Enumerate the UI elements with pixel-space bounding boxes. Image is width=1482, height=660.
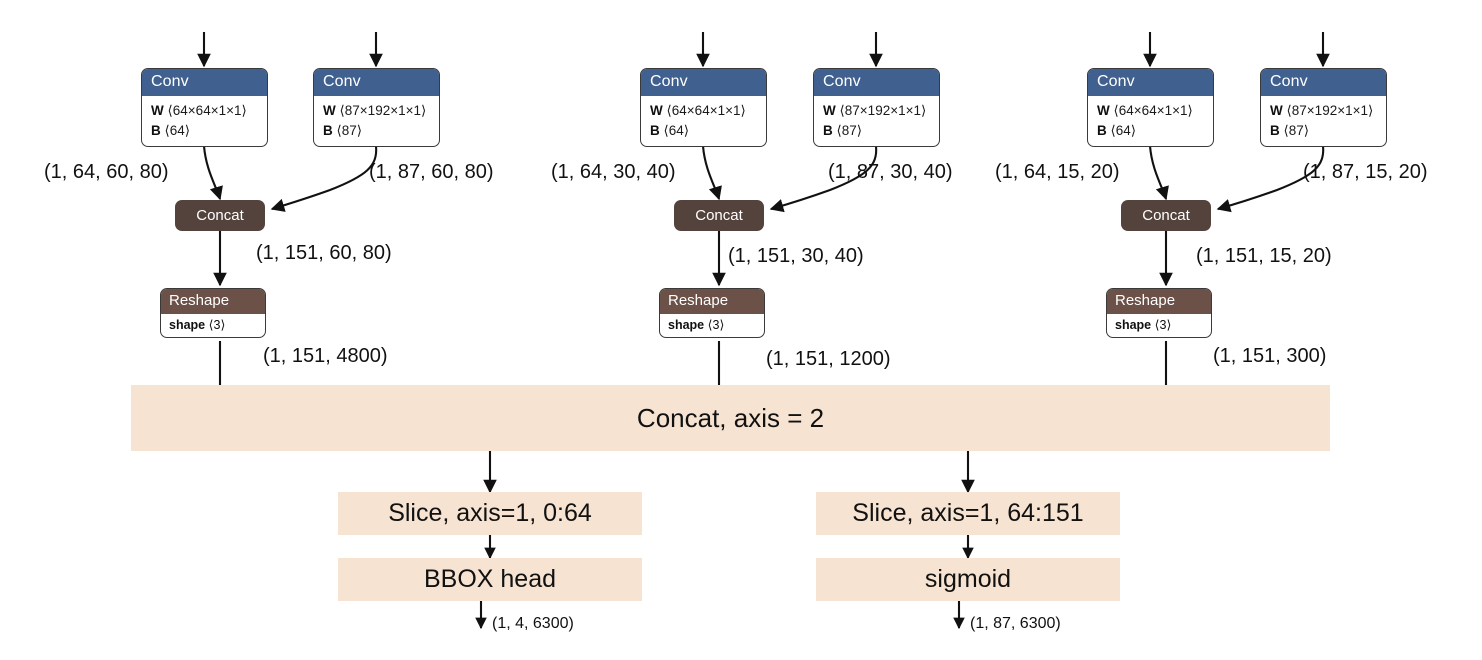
conv-title: Conv	[314, 69, 439, 97]
conv-bias-row: B ⟨64⟩	[650, 121, 766, 140]
reshape-node-b3[interactable]: Reshape shape ⟨3⟩	[1106, 288, 1212, 338]
reshape-shape-value: ⟨3⟩	[1154, 317, 1172, 332]
conv-bias-value: ⟨64⟩	[1110, 122, 1137, 138]
reshape-node-b2[interactable]: Reshape shape ⟨3⟩	[659, 288, 765, 338]
conv-weight-value: ⟨64×64×1×1⟩	[167, 103, 247, 119]
conv-weight-key: W	[151, 103, 164, 119]
conv-bias-row: B ⟨87⟩	[323, 121, 439, 140]
conv-bias-key: B	[151, 122, 161, 138]
conv-weight-value: ⟨87×192×1×1⟩	[839, 103, 927, 119]
conv-weight-row: W ⟨87×192×1×1⟩	[823, 101, 939, 120]
edge-label-b3-reshape-out: (1, 151, 300)	[1213, 345, 1327, 367]
conv-bias-value: ⟨64⟩	[663, 122, 690, 138]
conv-bias-value: ⟨87⟩	[1283, 122, 1310, 138]
reshape-shape-key: shape	[668, 317, 705, 332]
conv-weight-row: W ⟨87×192×1×1⟩	[323, 101, 439, 120]
conv-node-b3-right[interactable]: Conv W ⟨87×192×1×1⟩ B ⟨87⟩	[1260, 68, 1387, 147]
slice-block-left[interactable]: Slice, axis=1, 0:64	[338, 492, 642, 535]
bbox-head-block[interactable]: BBOX head	[338, 558, 642, 601]
reshape-shape-key: shape	[1115, 317, 1152, 332]
conv-weight-row: W ⟨64×64×1×1⟩	[151, 101, 267, 120]
slice-block-right[interactable]: Slice, axis=1, 64:151	[816, 492, 1120, 535]
reshape-title: Reshape	[161, 289, 265, 314]
conv-weight-key: W	[323, 103, 336, 119]
reshape-shape-value: ⟨3⟩	[707, 317, 725, 332]
conv-bias-key: B	[823, 122, 833, 138]
conv-title: Conv	[1088, 69, 1213, 97]
conv-bias-row: B ⟨64⟩	[1097, 121, 1213, 140]
conv-title: Conv	[641, 69, 766, 97]
conv-node-b2-right[interactable]: Conv W ⟨87×192×1×1⟩ B ⟨87⟩	[813, 68, 940, 147]
conv-bias-value: ⟨87⟩	[336, 122, 363, 138]
edge-label-b1-reshape-out: (1, 151, 4800)	[263, 345, 388, 367]
edge-label-b2-left: (1, 64, 30, 40)	[551, 161, 676, 183]
conv-node-b1-left[interactable]: Conv W ⟨64×64×1×1⟩ B ⟨64⟩	[141, 68, 268, 147]
edge-label-b2-right: (1, 87, 30, 40)	[828, 161, 953, 183]
sigmoid-block[interactable]: sigmoid	[816, 558, 1120, 601]
conv-weight-value: ⟨64×64×1×1⟩	[666, 103, 746, 119]
conv-bias-value: ⟨64⟩	[164, 122, 191, 138]
conv-node-b2-left[interactable]: Conv W ⟨64×64×1×1⟩ B ⟨64⟩	[640, 68, 767, 147]
conv-weight-value: ⟨87×192×1×1⟩	[1286, 103, 1374, 119]
edge-label-b1-concat-out: (1, 151, 60, 80)	[256, 242, 392, 264]
conv-bias-key: B	[650, 122, 660, 138]
conv-weight-value: ⟨64×64×1×1⟩	[1113, 103, 1193, 119]
conv-bias-row: B ⟨87⟩	[1270, 121, 1386, 140]
conv-bias-value: ⟨87⟩	[836, 122, 863, 138]
edge-label-b3-concat-out: (1, 151, 15, 20)	[1196, 245, 1332, 267]
edge-label-b2-concat-out: (1, 151, 30, 40)	[728, 245, 864, 267]
arrow-b1-convleft-concat	[202, 145, 223, 201]
conv-weight-value: ⟨87×192×1×1⟩	[339, 103, 427, 119]
edge-label-b3-left: (1, 64, 15, 20)	[995, 161, 1120, 183]
conv-weight-key: W	[650, 103, 663, 119]
merge-concat-bar[interactable]: Concat, axis = 2	[131, 385, 1330, 451]
reshape-shape-value: ⟨3⟩	[208, 317, 226, 332]
conv-bias-key: B	[1270, 122, 1280, 138]
output-label-sigmoid: (1, 87, 6300)	[970, 615, 1061, 632]
edge-label-b3-right: (1, 87, 15, 20)	[1303, 161, 1428, 183]
conv-bias-key: B	[323, 122, 333, 138]
edge-label-b1-left: (1, 64, 60, 80)	[44, 161, 169, 183]
conv-node-b3-left[interactable]: Conv W ⟨64×64×1×1⟩ B ⟨64⟩	[1087, 68, 1214, 147]
conv-node-b1-right[interactable]: Conv W ⟨87×192×1×1⟩ B ⟨87⟩	[313, 68, 440, 147]
conv-title: Conv	[142, 69, 267, 97]
conv-title: Conv	[814, 69, 939, 97]
edge-label-b1-right: (1, 87, 60, 80)	[369, 161, 494, 183]
reshape-title: Reshape	[1107, 289, 1211, 314]
edge-label-b2-reshape-out: (1, 151, 1200)	[766, 348, 891, 370]
conv-weight-row: W ⟨64×64×1×1⟩	[1097, 101, 1213, 120]
conv-bias-row: B ⟨64⟩	[151, 121, 267, 140]
concat-node-b2[interactable]: Concat	[674, 200, 764, 231]
arrow-b1-convright-concat	[270, 145, 378, 212]
output-label-bbox: (1, 4, 6300)	[492, 615, 574, 632]
conv-weight-key: W	[1097, 103, 1110, 119]
concat-node-b1[interactable]: Concat	[175, 200, 265, 231]
arrow-b2-convleft-concat	[701, 145, 722, 201]
conv-weight-key: W	[1270, 103, 1283, 119]
conv-weight-row: W ⟨87×192×1×1⟩	[1270, 101, 1386, 120]
conv-title: Conv	[1261, 69, 1386, 97]
reshape-shape-key: shape	[169, 317, 206, 332]
concat-node-b3[interactable]: Concat	[1121, 200, 1211, 231]
reshape-title: Reshape	[660, 289, 764, 314]
reshape-node-b1[interactable]: Reshape shape ⟨3⟩	[160, 288, 266, 338]
conv-bias-row: B ⟨87⟩	[823, 121, 939, 140]
conv-weight-key: W	[823, 103, 836, 119]
conv-weight-row: W ⟨64×64×1×1⟩	[650, 101, 766, 120]
conv-bias-key: B	[1097, 122, 1107, 138]
arrow-b3-convleft-concat	[1148, 145, 1169, 201]
